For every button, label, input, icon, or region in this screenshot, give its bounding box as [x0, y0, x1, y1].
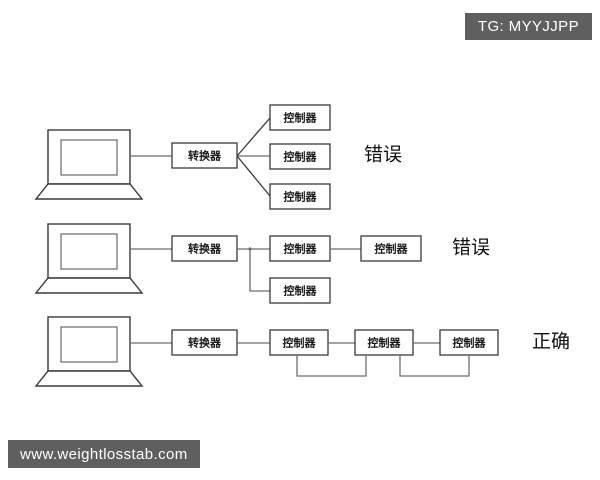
controller-box-row1-3: 控制器 [269, 183, 331, 210]
controller-rect-row3-3 [439, 329, 499, 356]
site-watermark-badge: www.weightlosstab.com [8, 440, 200, 468]
controller-box-row2-2: 控制器 [360, 235, 422, 262]
laptop-icon-row1 [34, 129, 144, 200]
diagram-row-branch-topology: 转换器 控制器 控制器 控制器 错误 [34, 223, 490, 304]
controller-box-row2-3: 控制器 [269, 277, 331, 304]
controller-label-row1-2: 控制器 [284, 149, 318, 163]
converter-box-row1: 转换器 [171, 142, 238, 169]
laptop-base-row1 [34, 183, 144, 200]
verdict-label-row1: 错误 [364, 143, 402, 165]
converter-label-row2: 转换器 [188, 241, 222, 255]
wire-converter-to-controller3-row1 [236, 155, 271, 197]
controller-box-row2-1: 控制器 [269, 235, 331, 262]
controller-label-row3-3: 控制器 [453, 335, 487, 349]
laptop-screen-row3 [60, 326, 118, 363]
converter-label-row1: 转换器 [188, 148, 222, 162]
laptop-icon-row3 [34, 316, 144, 387]
wire-loopback-2-3-row3 [399, 355, 470, 377]
controller-rect-row3-1 [269, 329, 329, 356]
controller-rect-row1-2 [269, 143, 331, 170]
controller-label-row2-3: 控制器 [284, 283, 318, 297]
converter-rect-row3 [171, 329, 238, 356]
laptop-base-row3 [34, 370, 144, 387]
converter-box-row3: 转换器 [171, 329, 238, 356]
controller-box-row1-1: 控制器 [269, 104, 331, 131]
laptop-screen-row1 [60, 139, 118, 176]
controller-label-row2-1: 控制器 [284, 241, 318, 255]
converter-label-row3: 转换器 [188, 335, 222, 349]
wire-loopback-1-2-row3 [296, 355, 367, 377]
verdict-label-row2: 错误 [452, 236, 490, 258]
controller-box-row3-2: 控制器 [354, 329, 414, 356]
wire-branch-to-controller3-row2 [249, 249, 270, 292]
controller-box-row1-2: 控制器 [269, 143, 331, 170]
controller-rect-row2-3 [269, 277, 331, 304]
controller-label-row3-2: 控制器 [368, 335, 402, 349]
laptop-screen-row2 [60, 233, 118, 270]
controller-rect-row1-3 [269, 183, 331, 210]
controller-rect-row1-1 [269, 104, 331, 131]
controller-rect-row3-2 [354, 329, 414, 356]
controller-label-row1-3: 控制器 [284, 189, 318, 203]
diagram-row-daisy-chain: 转换器 控制器 控制器 控制器 正确 [34, 316, 570, 387]
controller-box-row3-3: 控制器 [439, 329, 499, 356]
controller-rect-row2-2 [360, 235, 422, 262]
controller-label-row2-2: 控制器 [375, 241, 409, 255]
wire-converter-to-controller1-row1 [236, 117, 271, 157]
controller-box-row3-1: 控制器 [269, 329, 329, 356]
laptop-base-row2 [34, 277, 144, 294]
converter-rect-row1 [171, 142, 238, 169]
junction-dot-row2 [248, 247, 252, 251]
diagram-row-star-topology: 转换器 控制器 控制器 控制器 错误 [34, 104, 402, 210]
laptop-icon-row2 [34, 223, 144, 294]
tg-watermark-badge: TG: MYYJJPP [464, 13, 592, 40]
controller-label-row3-1: 控制器 [283, 335, 317, 349]
controller-label-row1-1: 控制器 [284, 110, 318, 124]
converter-box-row2: 转换器 [171, 235, 238, 262]
verdict-label-row3: 正确 [532, 330, 570, 352]
